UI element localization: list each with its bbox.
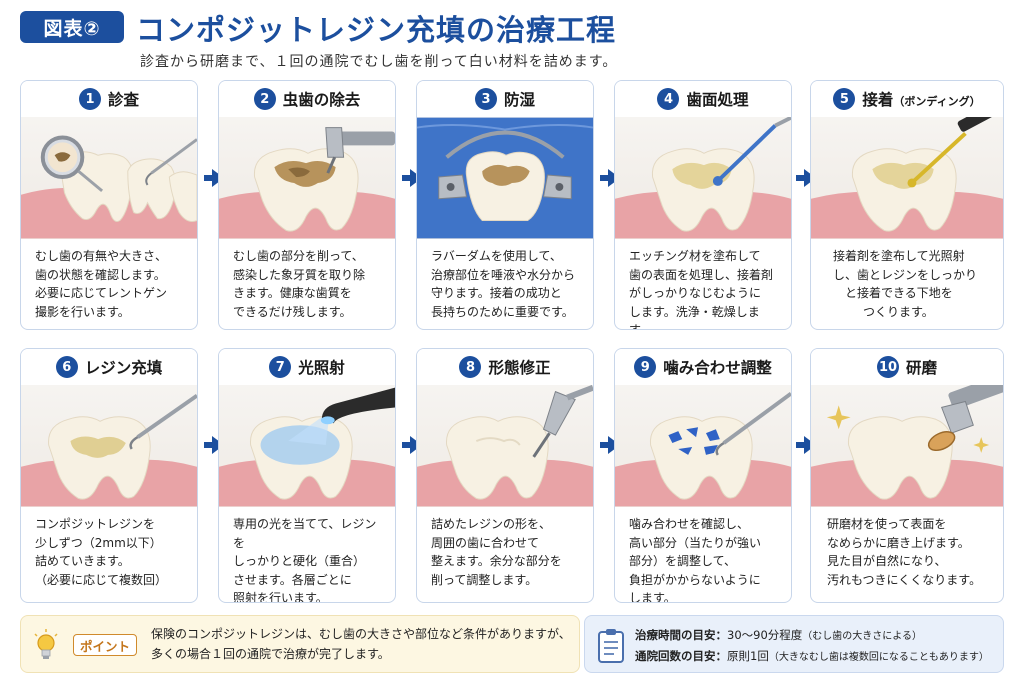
step-number: 2 (253, 88, 276, 110)
step-desc-line: 接着剤を塗布して光照射 (833, 249, 965, 263)
step-desc-line: 撮影を行います。 (35, 304, 130, 319)
treatment-time-label: 治療時間の目安： (635, 628, 727, 642)
lightbulb-icon (34, 629, 58, 659)
treatment-time-row: 治療時間の目安：30～90分程度（むし歯の大きさによる） (635, 625, 989, 646)
step-desc-line: がしっかりなじむように (629, 286, 762, 301)
step-desc-line: 詰めていきます。 (35, 554, 130, 569)
step-desc-line: ラバーダムを使用して、 (431, 249, 562, 263)
step-desc-line: なめらかに磨き上げます。 (827, 535, 970, 550)
step-desc-line: 歯の表面を処理し、接着剤 (629, 267, 774, 282)
step-number: 9 (634, 356, 657, 378)
clipboard-icon (598, 629, 624, 663)
step-desc-line: コンポジットレジンを (35, 517, 156, 531)
step-desc-line: つくります。 (863, 304, 934, 319)
bonding-illustration (811, 117, 1003, 239)
occlusion-adjustment-illustration (615, 385, 791, 507)
step-title: 接着（ボンディング） (862, 91, 981, 109)
figure-badge: 図表② (20, 11, 124, 43)
treatment-time-note: （むし歯の大きさによる） (802, 631, 922, 642)
decay-removal-illustration (219, 117, 395, 239)
step-desc-line: エッチング材を塗布して (629, 249, 761, 263)
visit-count-value: 原則1回 (727, 648, 769, 663)
step-desc-line: （必要に応じて複数回） (35, 572, 168, 587)
step-title: 防湿 (503, 91, 535, 109)
step-desc-line: 見た目が自然になり、 (827, 554, 947, 569)
step-desc-line: 研磨材を使って表面を (827, 517, 947, 531)
step-card-4: 4 歯面処理 エッチング材を塗布して 歯の表面を処理し、接着剤 がしっかりなじむよ… (614, 80, 792, 330)
step-title: 噛み合わせ調整 (663, 359, 772, 377)
step-desc-line: 周囲の歯に合わせて (431, 535, 540, 550)
polishing-illustration (811, 385, 1003, 507)
step-card-2: 2 虫歯の除去 むし歯の部分を削って、 感染した象牙質を取り除 きます。健康な歯質… (218, 80, 396, 330)
step-number: 4 (657, 88, 680, 110)
step-card-7: 7 光照射 専用の光を当てて、レジンを しっかりと硬化（重合） させます。各層ごと… (218, 348, 396, 603)
step-title: 光照射 (298, 359, 345, 377)
step-number: 8 (459, 356, 482, 378)
shaping-illustration (417, 385, 593, 507)
step-number: 7 (269, 356, 292, 378)
step-desc-line: 感染した象牙質を取り除 (233, 267, 366, 282)
page-title: コンポジットレジン充填の治療工程 (136, 13, 617, 47)
step-number: 1 (78, 88, 101, 110)
point-box: ポイント 保険のコンポジットレジンは、むし歯の大きさや部位など条件がありますが、… (20, 615, 580, 673)
step-card-8: 8 形態修正 詰めたレジンの形を、 周囲の歯に合わせて 整えます。余分な部分を 削… (416, 348, 594, 603)
rubber-dam-illustration (417, 117, 593, 239)
step-number: 5 (833, 88, 856, 110)
step-desc-line: します。 (629, 591, 676, 603)
step-desc-line: 詰めたレジンの形を、 (431, 517, 552, 531)
step-desc-line: し、歯とレジンをしっかり (833, 267, 978, 282)
step-desc-line: 守ります。接着の成功と (431, 286, 562, 301)
treatment-time-value: 30～90分程度 (727, 628, 803, 642)
step-number: 6 (55, 356, 78, 378)
step-title: 歯面処理 (686, 91, 749, 109)
step-desc-line: と接着できる下地を (845, 286, 953, 301)
examination-illustration (21, 117, 197, 239)
step-desc-line: 削って調整します。 (431, 572, 538, 587)
step-desc-line: 噛み合わせを確認し、 (629, 517, 750, 531)
resin-filling-illustration (21, 385, 197, 507)
point-text-line: 多くの場合１回の通院で治療が完了します。 (151, 646, 390, 661)
visit-count-row: 通院回数の目安：原則1回（大きなむし歯は複数回になることもあります） (635, 646, 989, 667)
step-desc-line: できるだけ残します。 (233, 304, 352, 319)
step-desc-line: 部分）を調整して、 (629, 554, 737, 569)
step-desc-line: きます。健康な歯質を (233, 286, 352, 301)
step-desc-line: 治療部位を唾液や水分から (431, 267, 576, 282)
step-desc-line: むし歯の部分を削って、 (233, 249, 364, 263)
step-desc-line: 負担がかからないように (629, 572, 761, 587)
step-title: 診査 (107, 91, 139, 109)
step-card-6: 6 レジン充填 コンポジットレジンを 少しずつ（2mm以下） 詰めていきます。 （… (20, 348, 198, 603)
step-desc-line: 必要に応じてレントゲン (35, 286, 168, 301)
visit-count-label: 通院回数の目安： (635, 648, 727, 663)
light-curing-illustration (219, 385, 395, 507)
step-number: 3 (474, 88, 497, 110)
point-label: ポイント (73, 634, 137, 656)
point-text-line: 保険のコンポジットレジンは、むし歯の大きさや部位など条件がありますが、 (151, 627, 571, 641)
step-card-3: 3 防湿 ラバーダムを使用して、 治療部位を唾液や水分から 守ります。接着の成功と… (416, 80, 594, 330)
page-subtitle: 診査から研磨まで、１回の通院でむし歯を削って白い材料を詰めます。 (140, 54, 618, 70)
step-desc-line: 少しずつ（2mm以下） (35, 535, 162, 550)
step-number: 10 (876, 356, 899, 378)
step-desc-line: 高い部分（当たりが強い (629, 535, 762, 550)
step-title: 研磨 (905, 359, 937, 377)
step-title: 虫歯の除去 (282, 91, 361, 109)
step-desc-line: 汚れもつきにくくなります。 (827, 572, 982, 587)
step-title: 形態修正 (488, 359, 551, 377)
step-card-5: 5 接着（ボンディング） 接着剤を塗布して光照射 し、歯とレジンをしっかり と接着… (810, 80, 1004, 330)
step-desc-line: 照射を行います。 (233, 591, 328, 603)
step-desc-line: しっかりと硬化（重合） (233, 554, 366, 569)
step-desc-line: むし歯の有無や大きさ、 (35, 249, 168, 263)
step-desc-line: 専用の光を当てて、レジンを (233, 517, 377, 550)
step-desc-line: 歯の状態を確認します。 (35, 267, 166, 282)
step-card-9: 9 噛み合わせ調整 噛み合わせを確認し、 高い部分（当たりが強い 部分）を調整して… (614, 348, 792, 603)
etching-illustration (615, 117, 791, 239)
step-desc-line: させます。各層ごとに (233, 572, 352, 587)
step-title: レジン充填 (84, 359, 163, 377)
step-desc-line: します。洗浄・乾燥します。 (629, 304, 760, 329)
visit-count-note: （大きなむし歯は複数回になることもあります） (768, 651, 989, 663)
step-desc-line: 整えます。余分な部分を (431, 554, 562, 569)
info-box: 治療時間の目安：30～90分程度（むし歯の大きさによる） 通院回数の目安：原則1… (584, 615, 1004, 673)
step-desc-line: 長持ちのために重要です。 (431, 304, 574, 319)
